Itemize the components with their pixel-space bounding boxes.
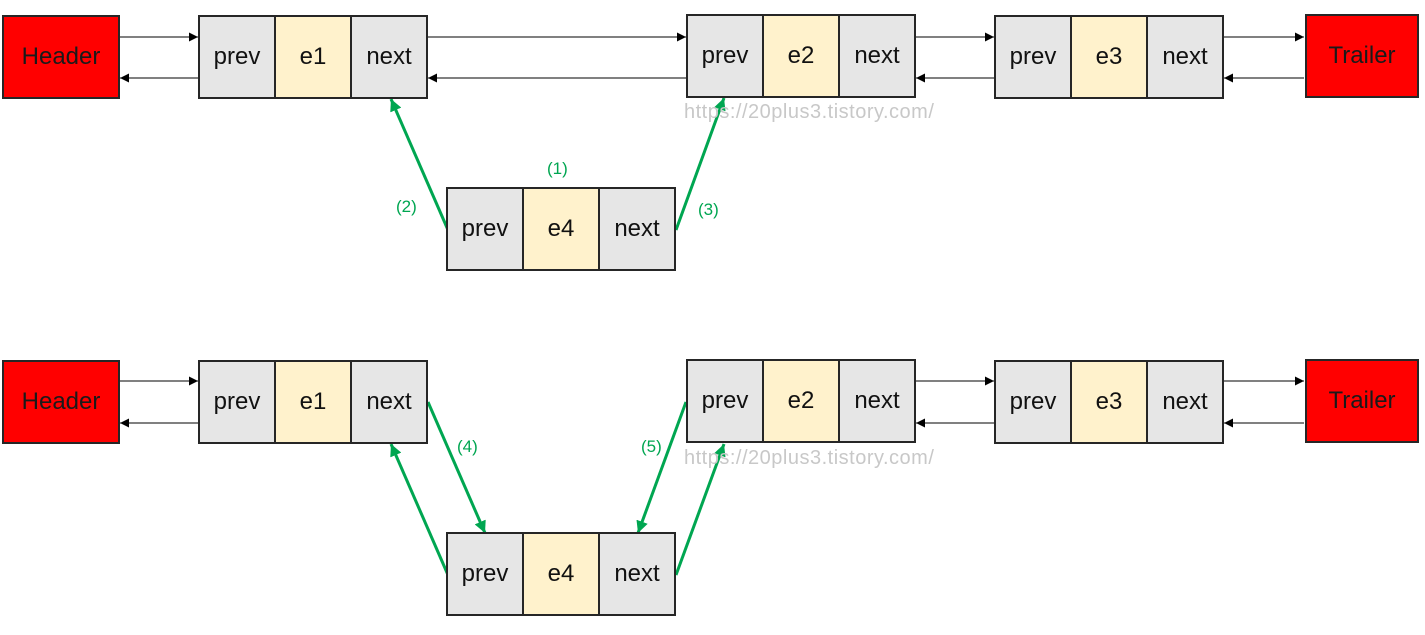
diagram-1-links (120, 32, 1304, 83)
step-3-arrow (674, 97, 726, 231)
prev-cell: prev (446, 532, 524, 616)
next-cell: next (350, 15, 428, 99)
next-cell: next (1146, 15, 1224, 99)
step-4-arrow (426, 401, 487, 534)
value-cell: e1 (274, 15, 352, 99)
step-label-5: (5) (641, 437, 662, 456)
next-cell: next (838, 359, 916, 443)
value-cell: e2 (762, 359, 840, 443)
e4-next-to-e2-arrow (674, 443, 726, 576)
step-label-2: (2) (396, 197, 417, 216)
step-label-3: (3) (698, 200, 719, 219)
prev-cell: prev (994, 15, 1072, 99)
value-cell: e4 (522, 187, 600, 271)
next-cell: next (1146, 360, 1224, 444)
trailer-node: Trailer (1305, 14, 1419, 98)
next-cell: next (350, 360, 428, 444)
prev-cell: prev (994, 360, 1072, 444)
diagram-2-steps (389, 401, 726, 576)
value-cell: e3 (1070, 360, 1148, 444)
header-node: Header (2, 15, 120, 99)
header-node: Header (2, 360, 120, 444)
value-cell: e2 (762, 14, 840, 98)
next-cell: next (838, 14, 916, 98)
watermark: https://20plus3.tistory.com/ (684, 101, 935, 123)
value-cell: e3 (1070, 15, 1148, 99)
e4-prev-to-e1-arrow (389, 443, 450, 576)
next-cell: next (598, 187, 676, 271)
value-cell: e4 (522, 532, 600, 616)
prev-cell: prev (686, 359, 764, 443)
prev-cell: prev (686, 14, 764, 98)
value-cell: e1 (274, 360, 352, 444)
prev-cell: prev (198, 360, 276, 444)
trailer-node: Trailer (1305, 359, 1419, 443)
next-cell: next (598, 532, 676, 616)
prev-cell: prev (198, 15, 276, 99)
diagram-2-links (120, 376, 1304, 428)
prev-cell: prev (446, 187, 524, 271)
step-5-arrow (636, 401, 688, 534)
step-label-4: (4) (457, 437, 478, 456)
diagram-1-steps (389, 97, 726, 231)
step-label-1: (1) (547, 159, 568, 178)
watermark: https://20plus3.tistory.com/ (684, 447, 935, 469)
step-2-arrow (389, 98, 450, 231)
